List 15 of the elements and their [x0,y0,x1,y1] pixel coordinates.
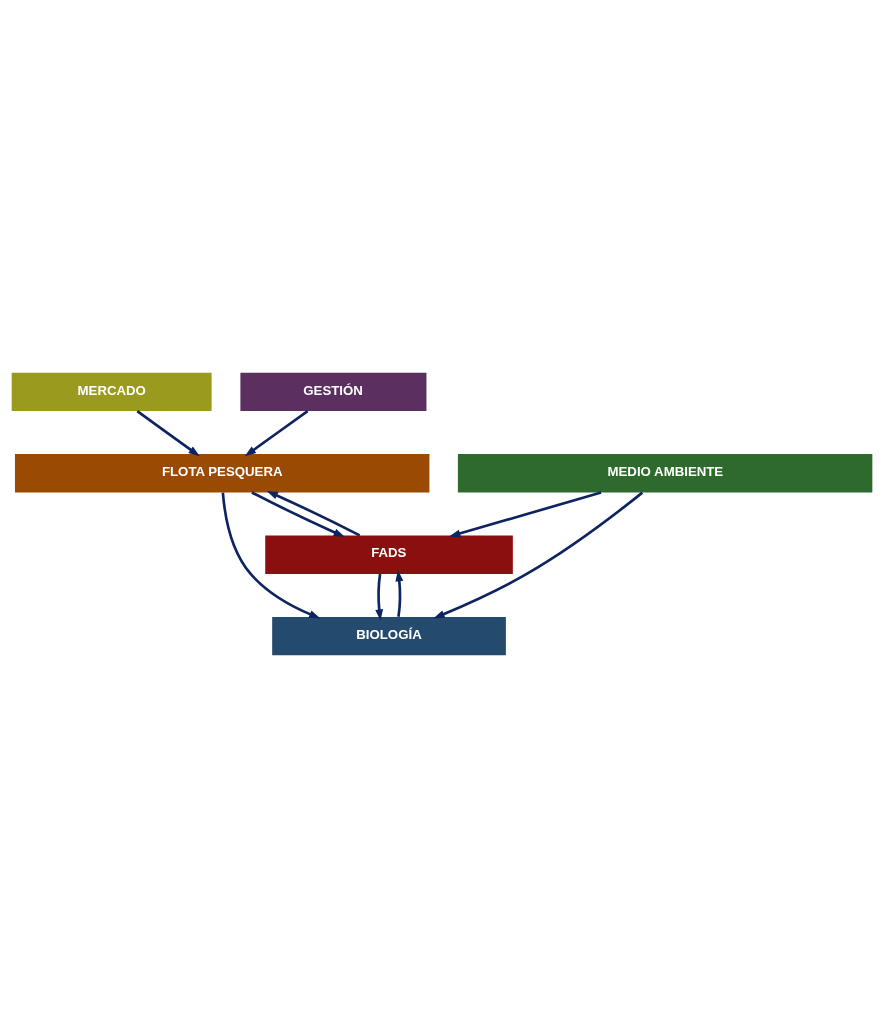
arrow [395,570,404,617]
arrow [221,492,321,619]
node-box: FLOTA PESQUERA [14,454,430,493]
node-box: MEDIO AMBIENTE [457,454,873,493]
node-box: MERCADO [11,372,212,412]
arrow [251,491,345,538]
arrow [266,490,361,537]
node-box: FADS [265,535,513,574]
arrow [433,491,644,619]
node-box: GESTIÓN [240,372,427,412]
node-box: BIOLOGÍA [272,616,506,656]
arrow [449,491,602,538]
arrow [244,410,309,457]
arrow [375,573,384,621]
arrow [136,410,200,457]
